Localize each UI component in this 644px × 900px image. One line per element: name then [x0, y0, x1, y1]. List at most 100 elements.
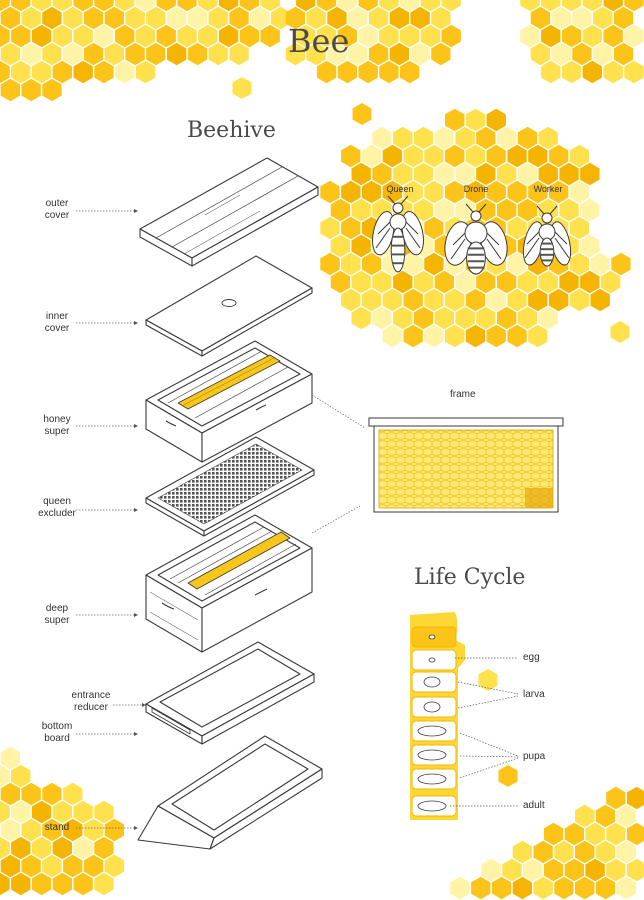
label-line: queen [43, 496, 71, 507]
hive-queen-excluder [145, 436, 315, 537]
comb-cell [507, 252, 527, 276]
comb-cell [42, 854, 62, 878]
comb-cell [352, 103, 372, 125]
comb-cell [361, 180, 382, 204]
comb-cell [379, 0, 399, 12]
comb-cell [580, 198, 600, 222]
comb-cell [517, 198, 538, 222]
label-drone: Drone [463, 184, 489, 194]
comb-cell [219, 0, 239, 12]
comb-cell [94, 836, 114, 860]
comb-cell [31, 836, 52, 860]
comb-cell [368, 42, 389, 66]
comb-cell [337, 60, 357, 84]
comb-cell [530, 6, 551, 30]
comb-cell [517, 270, 538, 294]
comb-cell [330, 270, 351, 294]
comb-cell [393, 162, 413, 186]
comb-cell [382, 180, 402, 204]
comb-cell [361, 288, 382, 312]
comb-cell [455, 306, 475, 330]
comb-cell [337, 24, 357, 48]
hive-outer-cover [139, 157, 319, 267]
comb-cell [517, 126, 538, 150]
comb-cell [554, 876, 574, 900]
comb-cell [413, 306, 434, 330]
comb-cell [316, 24, 337, 48]
label-deep-super: deep super [12, 603, 102, 627]
pupa-icon [417, 800, 447, 812]
label-worker: Worker [533, 184, 563, 194]
comb-cell [21, 854, 41, 878]
comb-cell [593, 42, 613, 66]
comb-cell [250, 6, 270, 30]
comb-cell [156, 24, 176, 48]
comb-cell [187, 42, 208, 66]
comb-cell [434, 198, 454, 222]
comb-cell [616, 804, 636, 828]
comb-cell [507, 180, 527, 204]
comb-cell [208, 42, 228, 66]
comb-cell [538, 126, 558, 150]
comb-cell [424, 288, 444, 312]
comb-cell [445, 180, 465, 204]
comb-cell [52, 0, 72, 12]
queen-bee-icon-part [392, 202, 404, 214]
label-inner-cover: inner cover [12, 311, 102, 335]
comb-cell [94, 60, 114, 84]
drone-bee-icon-part [470, 210, 482, 222]
comb-cell [0, 818, 21, 842]
comb-cell [42, 818, 62, 842]
comb-cell [624, 0, 644, 12]
comb-cell [455, 126, 475, 150]
comb-cell [296, 0, 316, 12]
comb-cell [486, 180, 506, 204]
comb-cell [21, 6, 41, 30]
comb-cell [559, 162, 579, 186]
comb-cell [595, 840, 616, 864]
comb-cell [465, 324, 486, 348]
comb-cell [543, 822, 564, 846]
comb-cell [73, 836, 93, 860]
comb-cell [528, 288, 548, 312]
comb-cell [528, 180, 548, 204]
comb-cell [434, 270, 454, 294]
comb-cell [424, 144, 444, 168]
comb-cell [497, 198, 517, 222]
drone-bee-icon-part [450, 238, 466, 260]
comb-cell [486, 288, 506, 312]
comb-cell [285, 6, 306, 30]
comb-cell [31, 800, 52, 824]
comb-cell [627, 822, 644, 846]
comb-cell [520, 0, 540, 12]
label-line: deep [45, 603, 69, 614]
comb-cell [403, 144, 423, 168]
comb-cell [0, 60, 10, 84]
comb-cell [83, 854, 104, 878]
comb-cell [372, 270, 392, 294]
comb-cell [431, 42, 451, 66]
comb-cell [541, 60, 561, 84]
comb-cell [260, 24, 280, 48]
comb-cell [582, 24, 602, 48]
comb-cell [0, 42, 21, 66]
queen-bee-icon-part [405, 221, 419, 235]
comb-cell [0, 6, 21, 30]
comb-cell [512, 840, 532, 864]
comb-cell [372, 162, 392, 186]
comb-cell [348, 42, 368, 66]
comb-cell [42, 782, 62, 806]
comb-cell [585, 822, 605, 846]
comb-cell [520, 24, 540, 48]
comb-cell [543, 858, 564, 882]
comb-cell [52, 836, 72, 860]
comb-cell [603, 60, 623, 84]
comb-cell [580, 270, 600, 294]
comb-cell [403, 252, 423, 276]
comb-cell [177, 0, 197, 12]
comb-cell [434, 306, 454, 330]
comb-cell [63, 6, 83, 30]
hive-part-leaders [76, 210, 366, 829]
